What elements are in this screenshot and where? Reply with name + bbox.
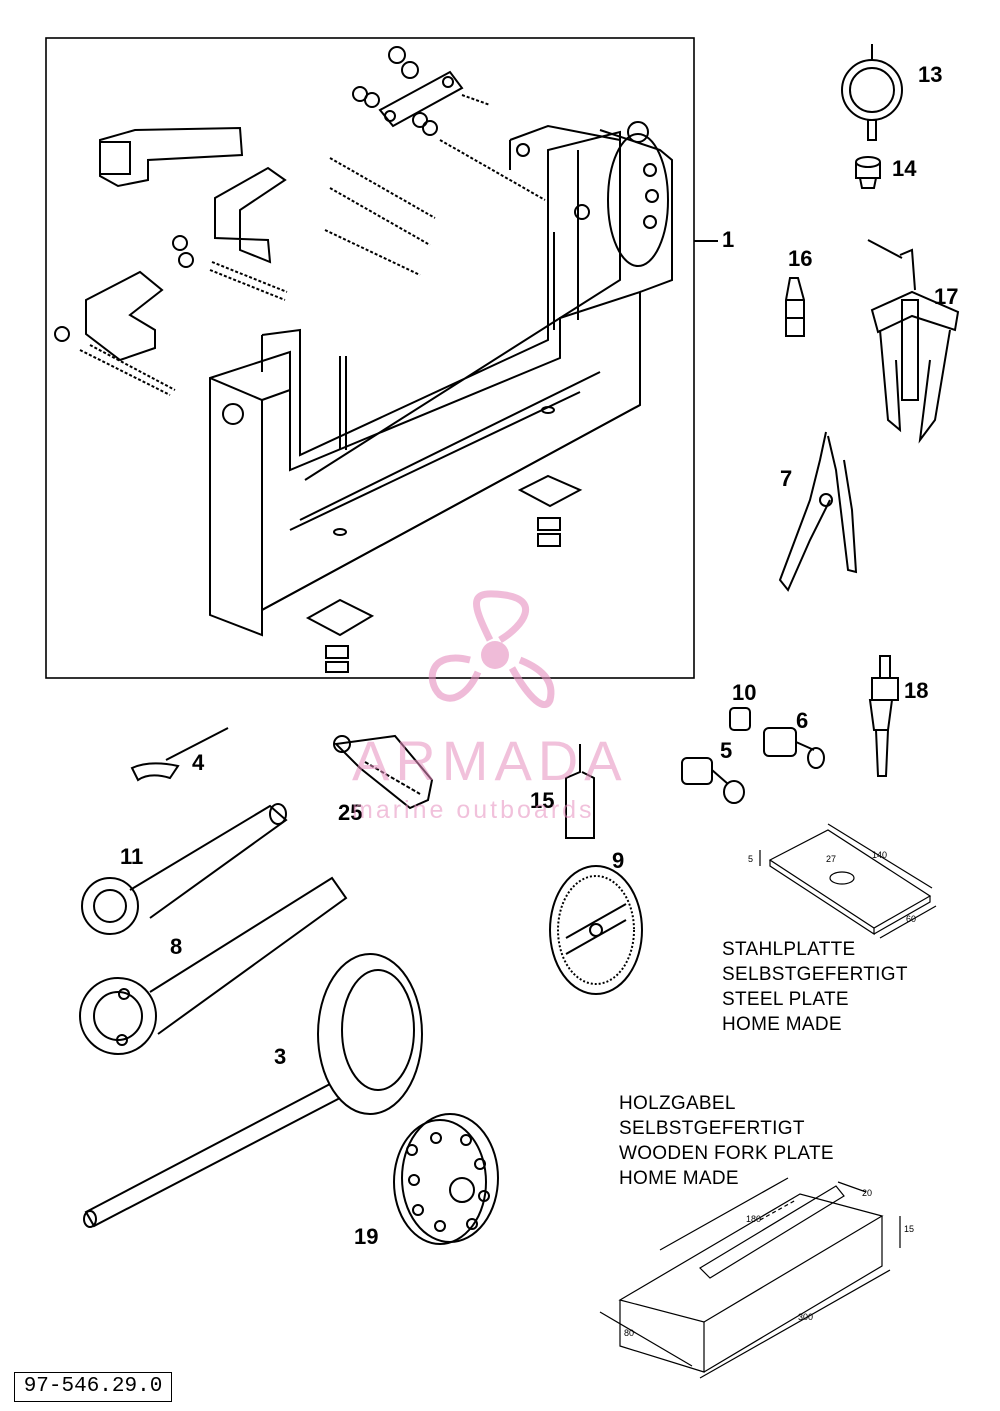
watermark-subtitle: marine outboards xyxy=(352,796,595,824)
steel-plate-thickness: 5 xyxy=(748,854,753,864)
steel-plate-drawing xyxy=(759,823,937,939)
watermark-title: ARMADA xyxy=(352,729,628,792)
wooden-fork-width: 80 xyxy=(624,1328,634,1338)
tool-15-drawing xyxy=(565,744,595,839)
wooden-fork-note-line: HOLZGABEL xyxy=(619,1093,736,1114)
armada-logo-icon xyxy=(428,590,555,708)
wooden-fork-note: HOLZGABEL SELBSTGEFERTIGT WOODEN FORK PL… xyxy=(619,1091,834,1191)
callout-5: 5 xyxy=(720,738,733,763)
steel-plate-note-line: STAHLPLATTE xyxy=(722,939,856,960)
callout-4: 4 xyxy=(192,750,205,775)
dial-gauge-drawing xyxy=(841,44,903,141)
steel-plate-hole: 27 xyxy=(826,854,836,864)
steel-plate-note-line: STEEL PLATE xyxy=(722,989,849,1010)
tool-16-drawing xyxy=(785,277,805,337)
wooden-fork-slot-length: 180 xyxy=(746,1214,761,1224)
wooden-fork-height: 15 xyxy=(904,1224,914,1234)
document-number: 97-546.29.0 xyxy=(14,1372,172,1402)
steel-plate-note-line: SELBSTGEFERTIGT xyxy=(722,964,908,985)
callout-25: 25 xyxy=(338,800,363,825)
steel-plate-note-line: HOME MADE xyxy=(722,1014,842,1035)
steel-plate-length: 140 xyxy=(872,850,887,860)
callout-11: 11 xyxy=(120,844,144,869)
callout-14: 14 xyxy=(892,156,917,181)
callout-15: 15 xyxy=(530,788,555,813)
callout-9: 9 xyxy=(612,848,625,873)
callout-17: 17 xyxy=(934,284,959,309)
steel-plate-note: STAHLPLATTE SELBSTGEFERTIGT STEEL PLATE … xyxy=(722,937,908,1037)
callout-10: 10 xyxy=(732,680,757,705)
pin-spanner-drawing xyxy=(81,803,288,935)
item-1-frame xyxy=(45,37,695,679)
callout-18: 18 xyxy=(904,678,929,703)
engine-stand-drawing xyxy=(54,46,673,673)
wooden-fork-note-line: HOME MADE xyxy=(619,1168,739,1189)
slide-hammer-drawing xyxy=(868,655,899,777)
steel-plate-width: 60 xyxy=(906,914,916,924)
wooden-fork-drawing xyxy=(599,1177,901,1379)
wooden-fork-slot-width: 20 xyxy=(862,1188,872,1198)
degree-disc-drawing xyxy=(549,865,643,995)
callout-7: 7 xyxy=(780,466,793,491)
flywheel-puller-drawing xyxy=(393,1113,499,1245)
callout-3: 3 xyxy=(274,1044,287,1069)
tool-25-drawing xyxy=(333,734,434,810)
callout-6: 6 xyxy=(796,708,809,733)
small-tools-drawing xyxy=(681,707,825,804)
wooden-fork-note-line: WOODEN FORK PLATE xyxy=(619,1143,834,1164)
callout-19: 19 xyxy=(354,1224,379,1249)
circlip-pliers-drawing xyxy=(778,431,858,592)
gauge-adapter-drawing xyxy=(855,156,881,189)
callout-1: 1 xyxy=(722,227,735,252)
wooden-fork-note-line: SELBSTGEFERTIGT xyxy=(619,1118,805,1139)
holder-drawing xyxy=(79,876,348,1055)
clutch-holder-drawing xyxy=(83,953,423,1228)
callout-16: 16 xyxy=(788,246,813,271)
callout-8: 8 xyxy=(170,934,183,959)
wooden-fork-length: 300 xyxy=(798,1312,813,1322)
callout-13: 13 xyxy=(918,62,943,87)
tool-4-drawing xyxy=(130,727,229,782)
puller-drawing xyxy=(867,239,960,444)
